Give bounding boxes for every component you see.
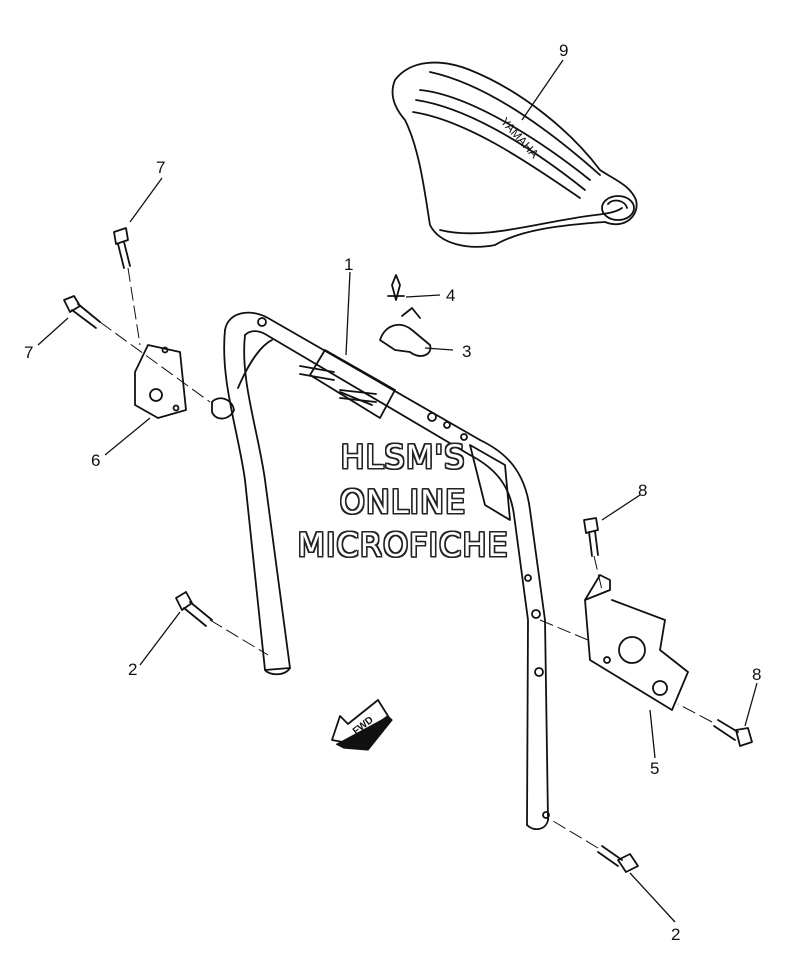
callout-numbers: 9 1 4 3 7 7 6 2 8 8 5 2 [24,41,761,944]
callout-8-top: 8 [638,481,647,500]
callout-5: 5 [650,759,659,778]
watermark-line-2: ONLINE [339,483,467,521]
fwd-arrow: FWD [331,699,393,751]
callout-6: 6 [91,451,100,470]
callout-7-left: 7 [24,343,33,362]
right-bracket [584,574,689,711]
alignment-lines [99,267,713,849]
leader-lines [37,59,758,923]
bolt-2-left [175,591,213,627]
callout-7-top: 7 [156,158,165,177]
handlebar-frame [223,311,550,831]
bolt-2-bottom [597,845,639,873]
callout-4: 4 [446,286,455,305]
pad-brand-label: YAMAHA [498,115,542,161]
callout-3: 3 [462,342,471,361]
callout-2-bottom: 2 [671,925,680,944]
bolt-8-right [713,719,753,747]
callout-2-left: 2 [128,660,137,679]
bolt-7-left [63,295,101,329]
watermark-line-3: MICROFICHE [297,526,509,564]
callout-1: 1 [344,255,353,274]
watermark-line-1: HLSM'S [340,438,466,476]
clamp [379,307,432,357]
bolt-7-top [113,227,131,269]
bolts-crossbar [299,365,377,403]
handlebar-pad: YAMAHA [391,61,638,248]
callout-9: 9 [559,41,568,60]
ring-clip [211,397,235,420]
bolt-8-top [583,517,599,557]
left-bracket [134,344,235,420]
rivet [387,274,405,301]
callout-8-right: 8 [752,665,761,684]
